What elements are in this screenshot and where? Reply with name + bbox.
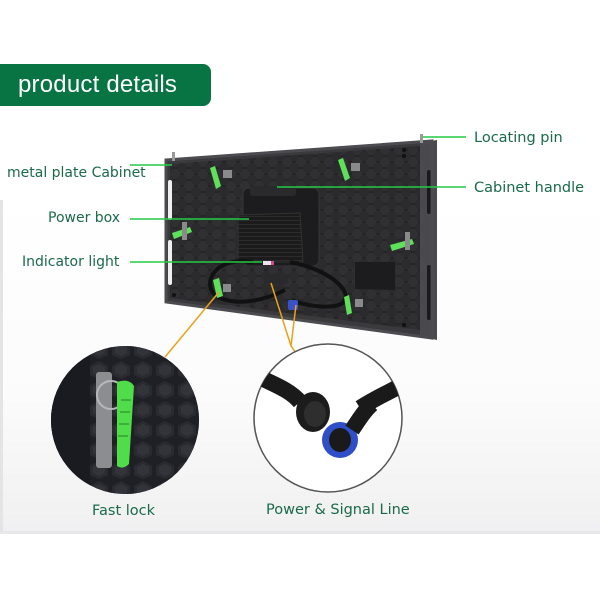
label-indicator-light: Indicator light (22, 254, 120, 270)
blue-connector (288, 300, 298, 310)
green-leader-lines (130, 136, 466, 263)
label-power-box: Power box (48, 210, 121, 226)
section-title-badge: product details (0, 64, 211, 106)
label-cabinet-handle: Cabinet handle (474, 180, 585, 196)
power-box (237, 186, 320, 267)
indicator-light-leds (263, 261, 271, 265)
label-fast-lock: Fast lock (92, 503, 156, 519)
label-metal-plate-cabinet: metal plate Cabinet (7, 165, 146, 181)
label-locating-pin: Locating pin (474, 130, 563, 146)
fast-lock-detail-circle (51, 346, 199, 494)
power-signal-detail-circle (253, 343, 403, 493)
panel-left-edge (0, 200, 3, 532)
panel-bottom-edge (0, 531, 600, 534)
label-power-signal-line: Power & Signal Line (266, 502, 410, 518)
